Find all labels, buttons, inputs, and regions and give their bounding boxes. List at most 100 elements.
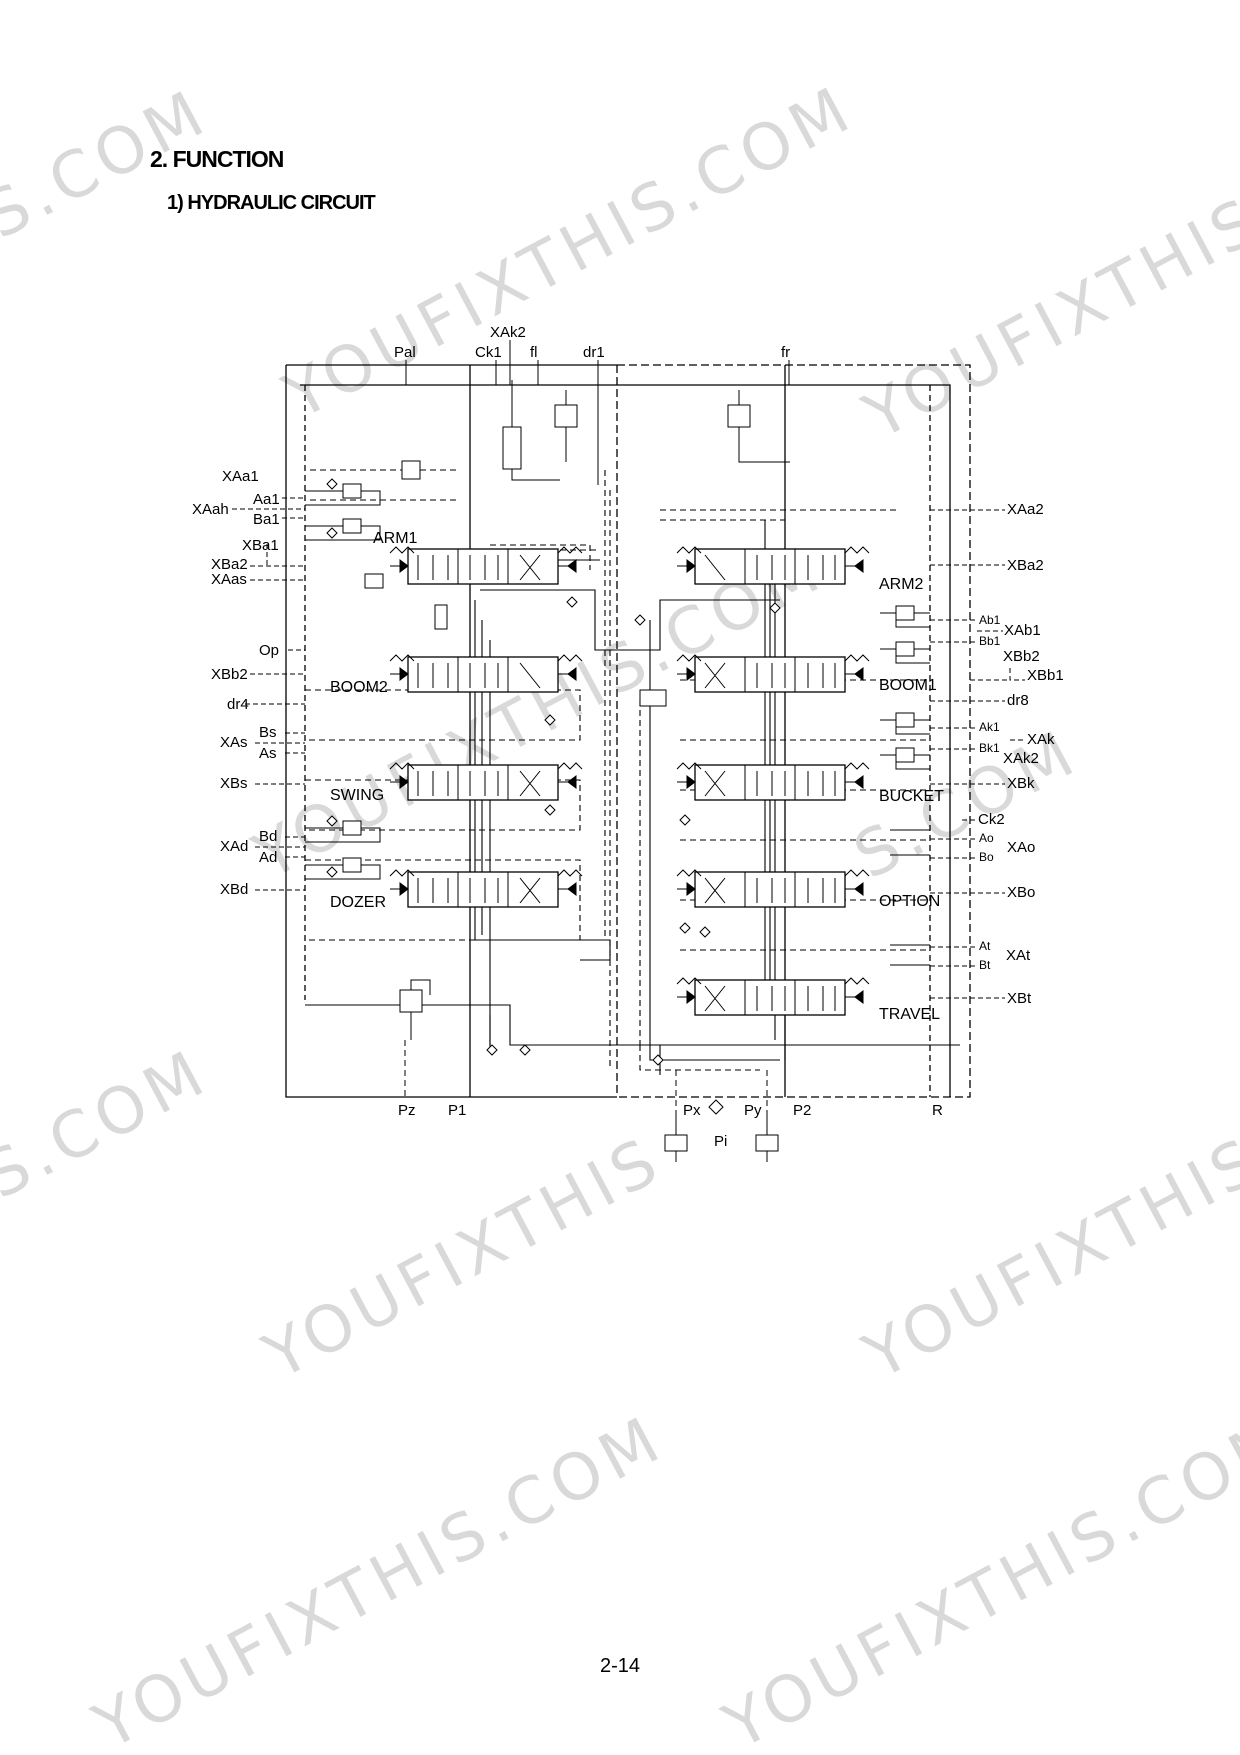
port-xaah: XAah	[192, 501, 229, 518]
port-dr8: dr8	[1007, 692, 1029, 709]
relief-valve-fl	[554, 404, 578, 428]
spool-internals	[417, 549, 836, 1015]
port-xab1: XAb1	[1004, 622, 1041, 639]
port-connection-lines	[305, 380, 930, 1040]
section-arm1: ARM1	[373, 530, 418, 547]
section-arm2: ARM2	[879, 576, 924, 593]
port-xad: XAd	[220, 838, 248, 855]
subsection-title: 1) HYDRAULIC CIRCUIT	[167, 192, 376, 214]
port-xat: XAt	[1006, 947, 1031, 964]
port-xaa2: XAa2	[1007, 501, 1044, 518]
check-valves	[326, 478, 781, 1066]
spool-travel	[694, 979, 846, 1016]
pilot-filter-pi	[708, 1099, 724, 1115]
pilot-selector-valve	[639, 689, 667, 707]
port-ad: Ad	[259, 849, 277, 866]
port-bk1: Bk1	[979, 741, 1000, 755]
pilot-pump-px	[664, 1134, 688, 1152]
port-xao: XAo	[1007, 839, 1035, 856]
section-swing: SWING	[330, 787, 384, 804]
port-as: As	[259, 745, 277, 762]
port-xak2-right: XAk2	[1003, 750, 1039, 767]
port-op: Op	[259, 642, 279, 659]
spool-option	[694, 871, 846, 908]
section-option: OPTION	[879, 893, 940, 910]
port-px: Px	[683, 1102, 701, 1119]
port-xbb2-left: XBb2	[211, 666, 248, 683]
port-xas: XAs	[220, 734, 248, 751]
port-ck2: Ck2	[978, 811, 1005, 828]
port-dr4: dr4	[227, 696, 249, 713]
watermark-text: YOUFIXTHIS	[852, 183, 1240, 454]
pilot-cut-valve	[502, 426, 522, 470]
section-title: 2. FUNCTION	[150, 146, 284, 172]
port-pz: Pz	[398, 1102, 416, 1119]
shuttle-valve	[401, 460, 421, 480]
port-xbb1: XBb1	[1027, 667, 1064, 684]
watermark-text: S.COM	[0, 76, 221, 255]
port-bd: Bd	[259, 828, 277, 845]
port-r: R	[932, 1102, 943, 1119]
port-xbt: XBt	[1007, 990, 1032, 1007]
watermark-text: YOUFIXTHIS.COM	[82, 1402, 676, 1755]
port-xbb2-right: XBb2	[1003, 648, 1040, 665]
pilot-pumps	[404, 1040, 779, 1162]
port-bo: Bo	[979, 850, 994, 864]
relief-valve-fr	[727, 404, 751, 428]
left-port-lines	[232, 497, 305, 891]
port-at: At	[979, 939, 991, 953]
page-number: 2-14	[599, 1655, 641, 1677]
port-dr1: dr1	[583, 344, 605, 361]
port-bb1: Bb1	[979, 634, 1001, 648]
port-relief-valves	[342, 404, 915, 1013]
spool-dozer	[407, 871, 559, 908]
valve-housing	[285, 364, 971, 1098]
section-boom2: BOOM2	[330, 679, 388, 696]
top-port-lines	[405, 340, 790, 485]
port-xbd: XBd	[220, 881, 248, 898]
section-bucket: BUCKET	[879, 788, 944, 805]
port-xbo: XBo	[1007, 884, 1035, 901]
port-xak2-top: XAk2	[490, 324, 526, 341]
watermarks: S.COM YOUFIXTHIS.COM YOUFIXTHIS YOUFIXTH…	[0, 72, 1240, 1755]
port-p1: P1	[448, 1102, 466, 1119]
watermark-text: S.COM	[0, 1036, 221, 1215]
port-p2: P2	[793, 1102, 811, 1119]
watermark-text: YOUFIXTHIS	[252, 1123, 674, 1394]
spool-ends	[389, 546, 870, 1004]
port-fl: fl	[530, 344, 538, 361]
watermark-text: YOUFIXTHIS.COM	[242, 532, 836, 895]
watermark-text: YOUFIXTHIS.COM	[272, 72, 866, 435]
watermark-text: YOUFIXTHIS	[852, 1123, 1240, 1394]
port-pi: Pi	[714, 1133, 727, 1150]
section-travel: TRAVEL	[879, 1006, 940, 1023]
port-xbk: XBk	[1007, 775, 1035, 792]
port-xak: XAk	[1027, 731, 1055, 748]
spool-arm1	[407, 548, 559, 585]
watermark-text: YOUFIXTHIS.COM	[712, 1402, 1240, 1755]
port-ak1: Ak1	[979, 720, 1000, 734]
spool-swing	[407, 764, 559, 801]
main-relief-valve	[399, 989, 423, 1013]
port-ab1: Ab1	[979, 613, 1001, 627]
port-ba1: Ba1	[253, 511, 280, 528]
port-aa1: Aa1	[253, 491, 280, 508]
port-xbs: XBs	[220, 775, 248, 792]
right-port-labels: XAa2 XBa2 Ab1 XAb1 Bb1 XBb2 XBb1 dr8 Ak1…	[978, 501, 1064, 1007]
port-xba1: XBa1	[242, 537, 279, 554]
port-xba2-left: XBa2	[211, 556, 248, 573]
port-ck1: Ck1	[475, 344, 502, 361]
pilot-pump-py	[755, 1134, 779, 1152]
port-bt: Bt	[979, 958, 991, 972]
port-py: Py	[744, 1102, 762, 1119]
port-ao: Ao	[979, 831, 994, 845]
port-xaas: XAas	[211, 571, 247, 588]
port-xba2-right: XBa2	[1007, 557, 1044, 574]
port-xaa1: XAa1	[222, 468, 259, 485]
port-bs: Bs	[259, 724, 277, 741]
spool-boom2	[407, 656, 559, 693]
port-pal: Pal	[394, 344, 416, 361]
spool-boom1	[694, 656, 846, 693]
right-port-lines	[930, 509, 1025, 999]
